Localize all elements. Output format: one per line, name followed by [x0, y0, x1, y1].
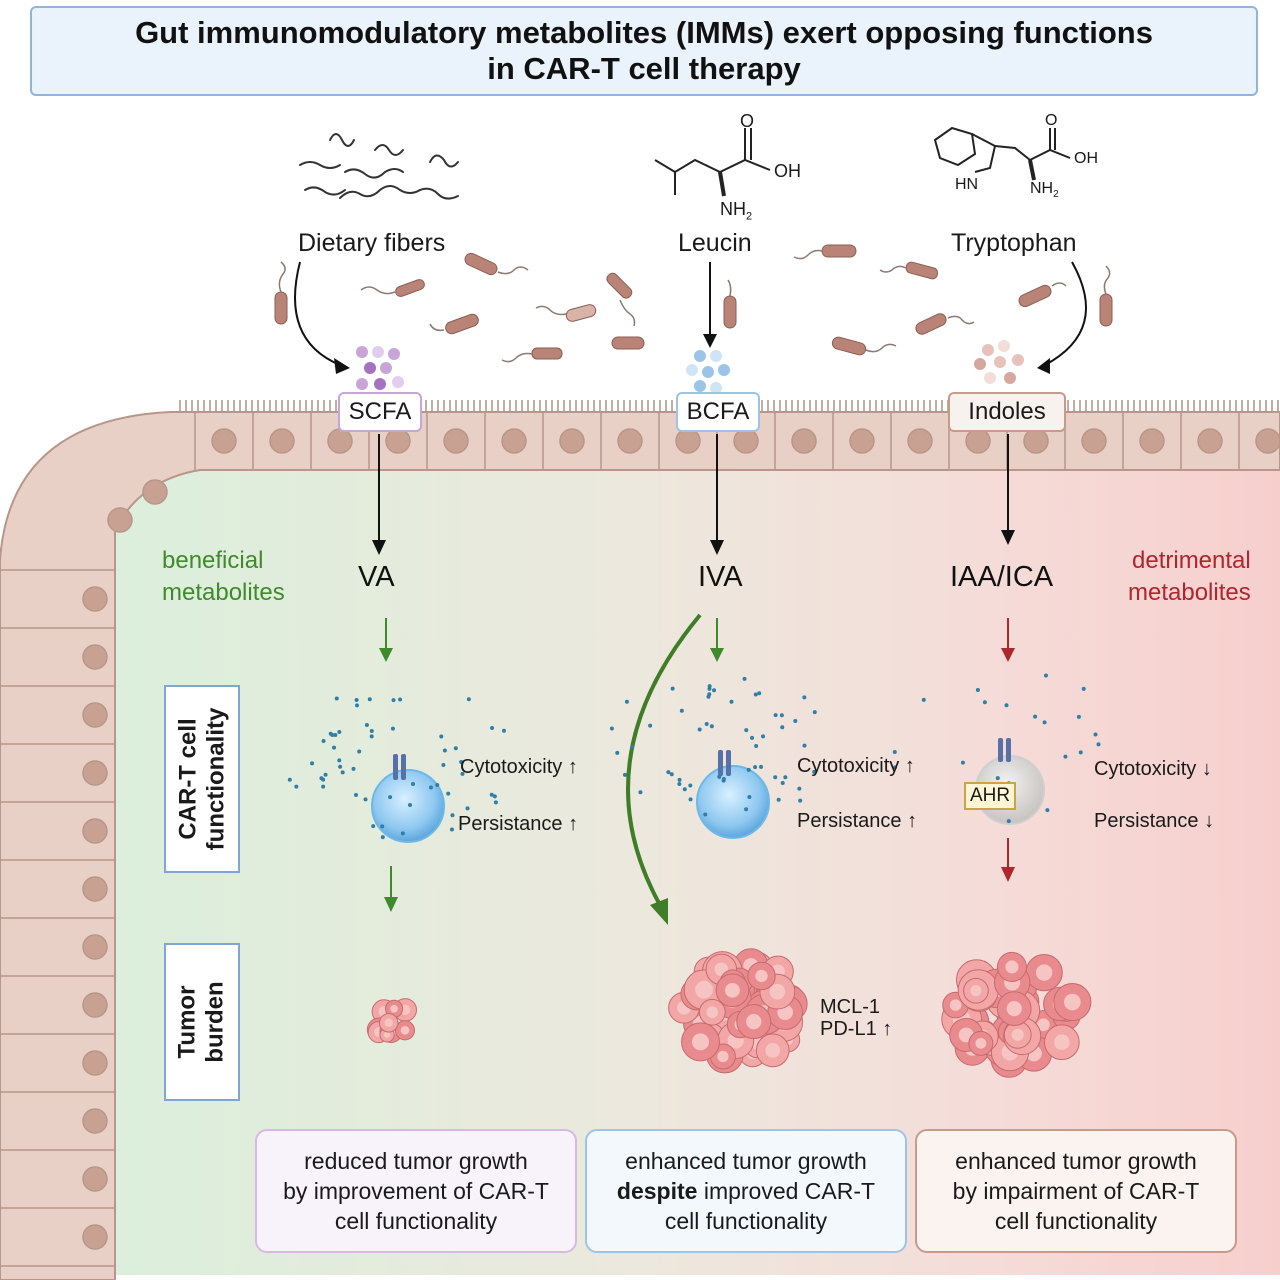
- mid-persistance: Persistance ↑: [797, 810, 918, 832]
- leucine-structure: [654, 128, 771, 197]
- trp-oh-label: OH: [1074, 150, 1098, 167]
- tumor-mass: [941, 951, 1092, 1078]
- title-line-2: in CAR-T cell therapy: [487, 51, 801, 86]
- tumor-mass: [668, 948, 808, 1074]
- source-dietary-fibers: Dietary fibers: [298, 229, 446, 257]
- bacteria: [274, 244, 1113, 360]
- trp-nh2-label: NH2: [1030, 180, 1059, 201]
- colored-arrows: [379, 618, 1015, 912]
- bcfa-box: BCFA: [676, 392, 760, 432]
- fiber-squiggles: [299, 133, 459, 200]
- left-persistance: Persistance ↑: [458, 813, 579, 835]
- iva-label: IVA: [698, 561, 743, 593]
- mcl1-pdl1-label: MCL-1 PD-L1 ↑: [820, 996, 893, 1040]
- tryptophan-structure: [933, 126, 1071, 181]
- leucine-o-label: O: [740, 111, 755, 131]
- epithelium-band: [0, 411, 1280, 1280]
- tumor-mass: [366, 998, 417, 1044]
- curved-green-arrow: [626, 613, 702, 906]
- title-line-1: Gut immunomodulatory metabolites (IMMs) …: [135, 15, 1153, 50]
- mid-cytotoxicity: Cytotoxicity ↑: [797, 755, 915, 777]
- cart-cell-left: [371, 754, 445, 843]
- leucine-oh-label: OH: [774, 161, 801, 181]
- indoles-box: Indoles: [948, 392, 1066, 432]
- leucine-nh2-label: NH2: [720, 199, 753, 223]
- right-persistance: Persistance ↓: [1094, 810, 1215, 832]
- va-label: VA: [358, 561, 395, 593]
- ahr-label: AHR: [964, 782, 1017, 810]
- title-box: Gut immunomodulatory metabolites (IMMs) …: [30, 6, 1258, 96]
- right-cytotoxicity: Cytotoxicity ↓: [1094, 758, 1212, 780]
- arrowheads: [334, 334, 1050, 374]
- bcfa-dots: [686, 350, 730, 394]
- bacteria-flagella: [278, 249, 1111, 363]
- epithelium-arrows: [378, 434, 1009, 545]
- tissue-region: [115, 470, 1280, 1275]
- scfa-dots: [356, 346, 404, 390]
- trp-hn-label: HN: [955, 176, 979, 193]
- source-leucin: Leucin: [678, 229, 752, 257]
- left-cytotoxicity: Cytotoxicity ↑: [460, 756, 578, 778]
- iaa-ica-label: IAA/ICA: [950, 561, 1054, 593]
- source-tryptophan: Tryptophan: [951, 229, 1077, 257]
- scfa-box: SCFA: [338, 392, 422, 432]
- source-arrows: [294, 261, 1087, 366]
- outcome-mid: enhanced tumor growth despite improved C…: [585, 1129, 907, 1253]
- cart-cell-mid: [696, 750, 770, 839]
- indole-dots: [974, 340, 1024, 384]
- trp-o-label: O: [1045, 112, 1058, 129]
